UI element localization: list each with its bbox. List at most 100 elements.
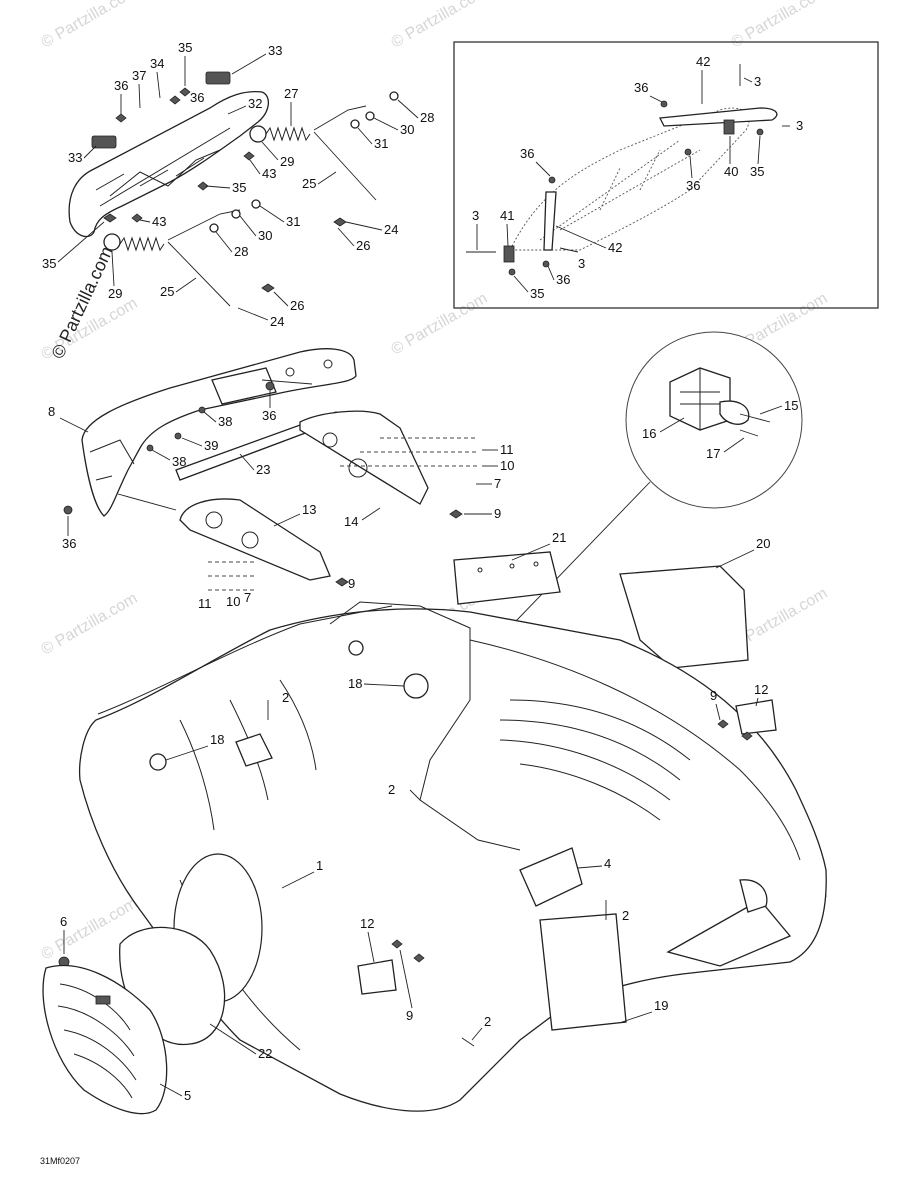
nut-35-inset: [756, 128, 764, 136]
strap-42-top: [658, 107, 778, 127]
callout-36: 36: [262, 408, 276, 423]
cover-edge-detail: [89, 439, 135, 481]
leader-line: [337, 227, 355, 247]
leader-line: [209, 1023, 257, 1055]
nut-9: [391, 939, 403, 949]
tunnel-right-wall: [469, 639, 801, 861]
watermark-text: © Partzilla.com: [39, 0, 141, 51]
nut-9: [449, 509, 463, 519]
callout-41: 41: [500, 208, 514, 223]
callout-3: 3: [578, 256, 585, 271]
strap-42-bottom: [543, 191, 557, 251]
nut-35-top: [179, 87, 191, 97]
rivet-2: [461, 1037, 475, 1047]
nut-9: [335, 577, 349, 587]
leader-line: [203, 411, 217, 423]
grommet-16: [719, 400, 750, 425]
grille-5: [42, 964, 168, 1115]
panel-21: [453, 551, 561, 605]
callout-2: 2: [388, 782, 395, 797]
callout-7: 7: [494, 476, 501, 491]
callout-38: 38: [218, 414, 232, 429]
rivet-2: [409, 789, 421, 801]
leader-line: [205, 185, 231, 189]
bolt-43-bottom: [131, 213, 143, 223]
callout-28: 28: [420, 110, 434, 125]
bracket-hole: [205, 511, 223, 529]
callout-2: 2: [484, 1014, 491, 1029]
leader-line: [755, 697, 759, 707]
callouts-bumper: 35 33 34 37 36 36 32 27 28 30 31 33 29 4…: [42, 40, 434, 329]
callout-29: 29: [108, 286, 122, 301]
callout-26: 26: [356, 238, 370, 253]
nut-36-inset: [660, 100, 668, 108]
leader-line: [689, 155, 693, 179]
callout-40: 40: [724, 164, 738, 179]
leader-line: [159, 1083, 183, 1097]
callout-16: 16: [642, 426, 656, 441]
cable-25-bottom: [167, 241, 231, 307]
nut-35-inset: [508, 268, 516, 276]
leader-line: [357, 127, 373, 145]
watermark-text: © Partzilla.com: [389, 0, 491, 51]
leader-line: [231, 53, 267, 75]
bumper-truss-lines: [95, 157, 205, 191]
leader-line: [555, 225, 607, 249]
panel-hole: [509, 563, 515, 569]
bumper-truss: [109, 149, 221, 197]
tie-3: [559, 247, 579, 253]
panel-hole: [533, 561, 539, 567]
callout-23: 23: [256, 462, 270, 477]
bumper-rib: [99, 127, 231, 207]
callout-36: 36: [634, 80, 648, 95]
bracket-40: [723, 119, 735, 135]
leader-line: [111, 251, 115, 287]
callout-25: 25: [302, 176, 316, 191]
grommet-18: [403, 673, 429, 699]
callout-24: 24: [270, 314, 284, 329]
callout-36: 36: [62, 536, 76, 551]
callout-35: 35: [42, 256, 56, 271]
leader-line: [471, 1027, 483, 1041]
nut-35-left: [103, 213, 117, 223]
bracket-12-bottom: [357, 959, 397, 995]
leader-line: [367, 931, 375, 963]
bolt-39: [174, 432, 182, 440]
callout-35: 35: [178, 40, 192, 55]
inset-ghost-truss: [539, 139, 701, 241]
spring-hook-top: [313, 105, 367, 131]
mount-dashes: [208, 561, 256, 591]
callout-10: 10: [226, 594, 240, 609]
callout-30: 30: [400, 122, 414, 137]
bracket-hole: [322, 432, 338, 448]
chassis-ribs: [499, 699, 691, 821]
callout-30: 30: [258, 228, 272, 243]
callout-43: 43: [262, 166, 276, 181]
callout-34: 34: [150, 56, 164, 71]
bracket-41: [503, 245, 515, 263]
leader-line: [715, 549, 755, 569]
leader-line: [759, 405, 783, 415]
callout-12: 12: [754, 682, 768, 697]
leader-line: [577, 865, 603, 869]
nut-36-inset: [684, 148, 692, 156]
arrow-line: [261, 379, 313, 385]
tunnel-inner: [329, 601, 521, 851]
watermark-vertical: © Partzilla.com: [47, 243, 116, 361]
leader-line: [175, 277, 197, 293]
leader-line: [511, 543, 551, 561]
main-chassis: 18 2 18 2 1 4 2 9 12 12 9 2 19: [58, 601, 827, 1112]
callout-27: 27: [284, 86, 298, 101]
ring-29-top: [249, 125, 267, 143]
leader-line: [273, 291, 289, 307]
callout-38: 38: [172, 454, 186, 469]
chassis-1: [78, 608, 827, 1112]
callout-36: 36: [556, 272, 570, 287]
leader-line: [345, 221, 383, 231]
spring-hook-bottom: [167, 209, 241, 241]
leader-line: [715, 703, 721, 721]
callout-33: 33: [268, 43, 282, 58]
washer-31-top: [350, 119, 360, 129]
bolt-24-top: [333, 217, 347, 227]
ring-29-bottom: [103, 233, 121, 251]
